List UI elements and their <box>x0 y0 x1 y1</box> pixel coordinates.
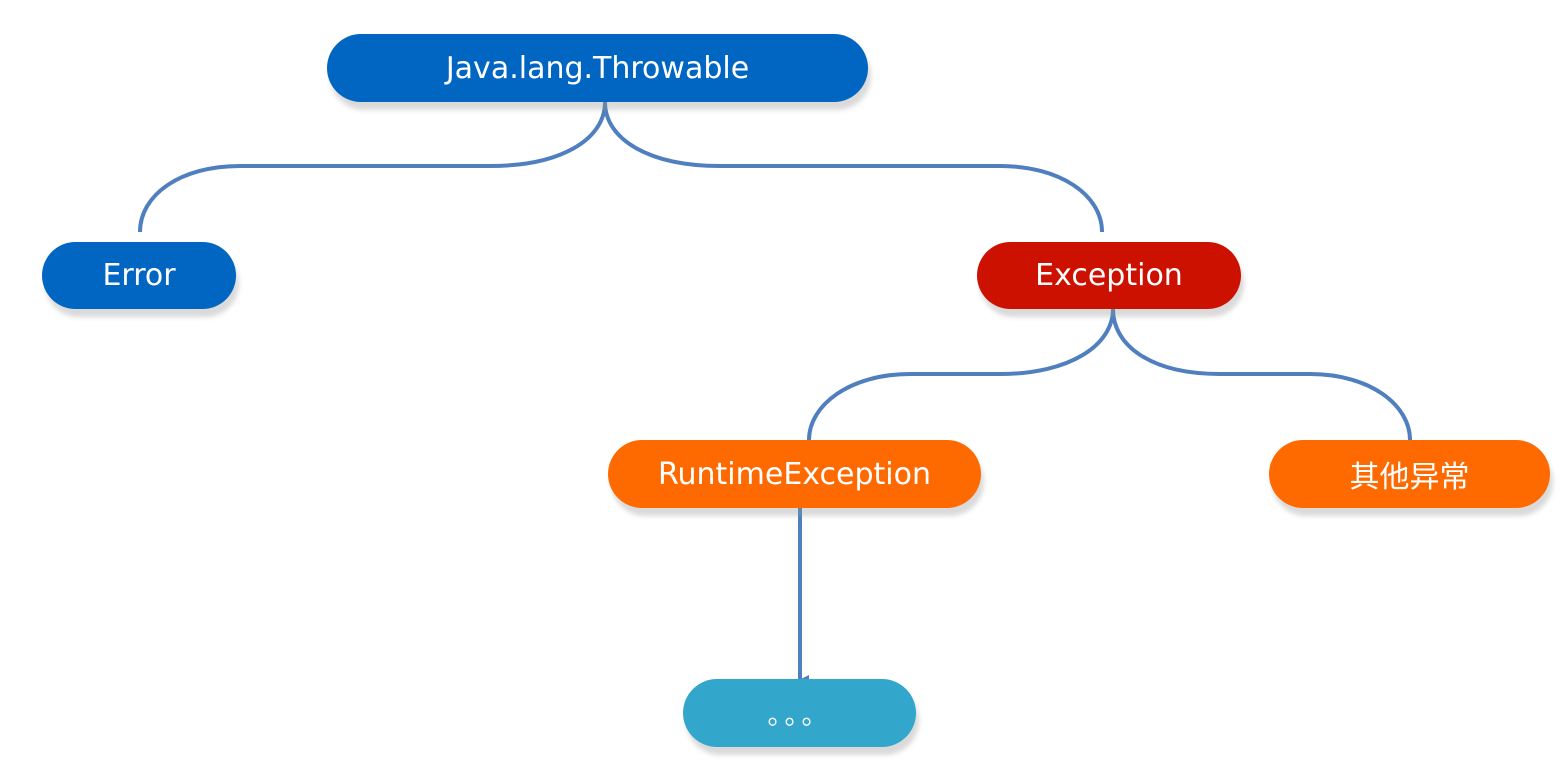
connector-exception-runtime <box>807 308 1115 441</box>
connector-throwable-error <box>138 101 607 233</box>
error-node: Error <box>42 242 236 309</box>
connector-throwable-exception <box>603 101 1104 233</box>
exception-node: Exception <box>977 242 1241 309</box>
other-exceptions-node: 其他异常 <box>1269 440 1550 508</box>
runtime-exception-node: RuntimeException <box>608 440 981 508</box>
connector-exception-other <box>1111 308 1412 441</box>
throwable-node: Java.lang.Throwable <box>327 34 868 102</box>
more-node: 。。。 <box>683 679 916 747</box>
